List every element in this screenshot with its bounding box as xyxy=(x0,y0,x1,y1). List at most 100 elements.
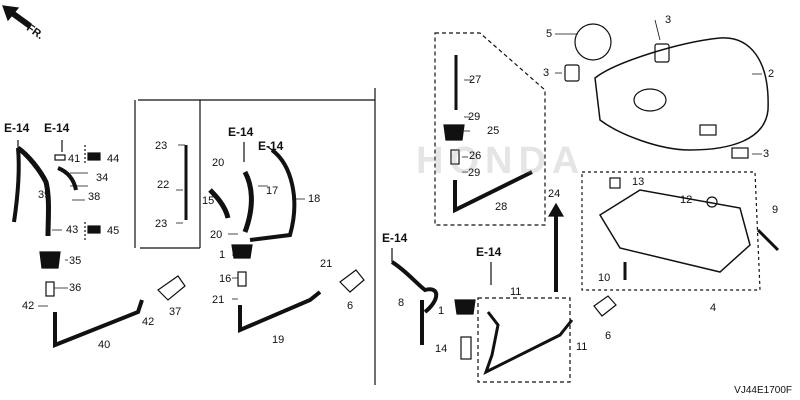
part-number-34: 34 xyxy=(96,172,109,184)
part-number-11: 11 xyxy=(576,341,588,353)
up-arrow-head xyxy=(547,202,565,217)
part-number-35: 35 xyxy=(69,255,82,267)
part-number-42: 42 xyxy=(142,316,155,328)
cap-1-right xyxy=(454,299,476,315)
part-number-17: 17 xyxy=(266,185,279,197)
hose-39 xyxy=(12,147,21,223)
tube-19 xyxy=(238,290,322,334)
part-number-3: 3 xyxy=(665,14,672,26)
fuel-cap-35 xyxy=(39,251,61,269)
part-number-25: 25 xyxy=(487,125,500,137)
hose-8 xyxy=(390,260,439,314)
hose-38 xyxy=(16,145,51,237)
part-number-1: 1 xyxy=(438,305,445,317)
part-number-9: 9 xyxy=(772,204,779,216)
part-number-36: 36 xyxy=(69,282,82,294)
part-number-44: 44 xyxy=(107,153,120,165)
watermark: HONDA xyxy=(416,140,586,182)
part-number-41: 41 xyxy=(68,153,81,165)
filter-6-right xyxy=(593,295,617,317)
callout-leader xyxy=(176,144,185,224)
callout-leader xyxy=(462,79,472,173)
callout-leader xyxy=(555,19,762,155)
dashed-group-box xyxy=(581,171,761,291)
part-number-22: 22 xyxy=(157,179,170,191)
gasket-3-b xyxy=(654,43,670,63)
clip-45 xyxy=(87,225,101,234)
part-number-20: 20 xyxy=(212,157,225,169)
filter-37 xyxy=(157,275,186,301)
ref-label-e14: E-14 xyxy=(382,231,408,245)
part-number-10: 10 xyxy=(598,272,611,284)
hose-15 xyxy=(208,188,231,219)
part-number-6: 6 xyxy=(347,300,354,312)
fitting-26 xyxy=(450,149,460,165)
ref-label-e14: E-14 xyxy=(4,121,30,135)
fitting-36 xyxy=(45,281,55,297)
hose-38-upper xyxy=(57,166,78,191)
clip-44 xyxy=(87,152,101,161)
collar-12 xyxy=(706,196,718,208)
part-number-6: 6 xyxy=(605,330,612,342)
ref-leader xyxy=(267,146,273,151)
part-number-19: 19 xyxy=(272,334,285,346)
panel-divider xyxy=(134,99,375,248)
cap-25 xyxy=(443,124,465,141)
hose-18 xyxy=(249,148,297,242)
part-number-40: 40 xyxy=(98,339,111,351)
part-number-23: 23 xyxy=(155,218,168,230)
part-number-13: 13 xyxy=(632,176,645,188)
callout-leader xyxy=(228,185,305,300)
part-number-11: 11 xyxy=(510,286,522,298)
part-number-42: 42 xyxy=(22,300,35,312)
part-number-21: 21 xyxy=(320,258,333,270)
tank-mount-4 xyxy=(598,189,751,273)
part-number-24: 24 xyxy=(548,188,561,200)
gasket-3-c xyxy=(731,147,749,159)
part-number-5: 5 xyxy=(546,28,553,40)
part-number-1: 1 xyxy=(219,249,226,261)
ref-label-e14: E-14 xyxy=(258,139,284,153)
part-number-26: 26 xyxy=(469,150,482,162)
callout-leader xyxy=(70,172,88,201)
part-number-21: 21 xyxy=(212,294,225,306)
diagram-code: VJ44E1700F xyxy=(734,385,792,396)
tube-40 xyxy=(53,299,144,348)
part-number-27: 27 xyxy=(469,74,482,86)
part-number-20: 20 xyxy=(210,229,223,241)
part-number-43: 43 xyxy=(66,224,79,236)
bolt-9 xyxy=(756,228,780,252)
tank-line xyxy=(483,311,574,376)
dashed-group-box xyxy=(477,297,571,383)
part-number-45: 45 xyxy=(107,225,120,237)
part-number-18: 18 xyxy=(308,193,321,205)
filter-6-left xyxy=(339,269,365,293)
fitting-14 xyxy=(460,336,472,360)
part-number-12: 12 xyxy=(680,194,693,206)
front-direction-arrow xyxy=(2,5,32,29)
gasket-3-a xyxy=(564,64,580,82)
part-number-8: 8 xyxy=(398,297,405,309)
cap-1-left xyxy=(231,244,253,259)
ref-label-e14: E-14 xyxy=(44,121,70,135)
part-number-14: 14 xyxy=(435,343,448,355)
part-number-2: 2 xyxy=(768,68,775,80)
part-number-37: 37 xyxy=(169,306,182,318)
part-number-29: 29 xyxy=(468,111,481,123)
part-number-29: 29 xyxy=(468,167,481,179)
dashed-group-box xyxy=(434,32,546,226)
part-number-28: 28 xyxy=(495,201,508,213)
part-number-3: 3 xyxy=(543,67,550,79)
part-number-38: 38 xyxy=(88,191,101,203)
part-number-16: 16 xyxy=(219,273,232,285)
clip-41 xyxy=(54,154,66,161)
part-number-3: 3 xyxy=(763,148,770,160)
part-number-23: 23 xyxy=(155,140,168,152)
fuel-tank-2 xyxy=(594,37,769,151)
hose-17 xyxy=(242,170,254,233)
part-number-4: 4 xyxy=(710,302,717,314)
fitting-16 xyxy=(237,271,247,287)
ref-label-e14: E-14 xyxy=(228,125,254,139)
